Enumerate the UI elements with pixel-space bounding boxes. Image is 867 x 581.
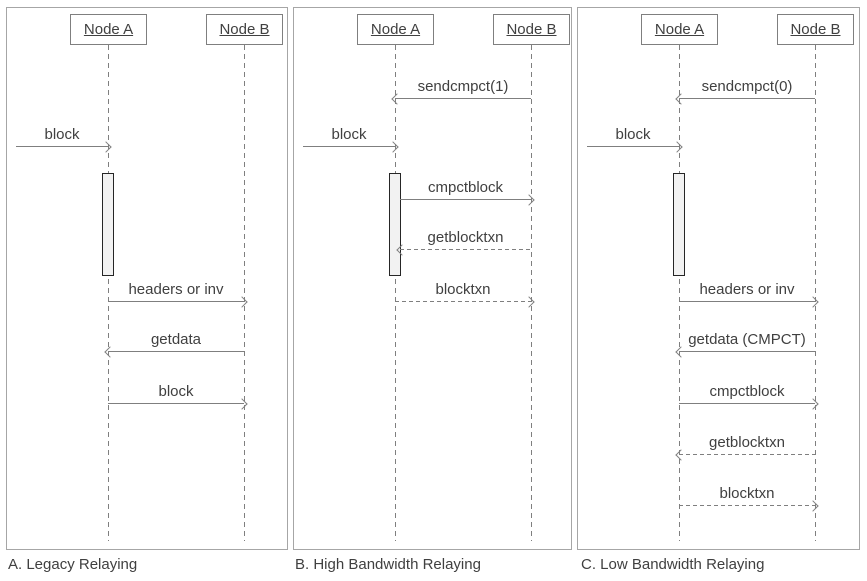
message-sendcmpct-1: sendcmpct(1)	[391, 77, 531, 105]
message-getdata: getdata	[104, 330, 244, 358]
node-b-lifeline	[815, 45, 816, 541]
message-getblocktxn: getblocktxn	[675, 433, 815, 461]
message-label: headers or inv	[699, 281, 795, 298]
message-label: blocktxn	[435, 281, 491, 298]
message-arrow	[675, 448, 815, 461]
caption-legacy-relaying: A. Legacy Relaying	[8, 556, 138, 573]
message-label: getblocktxn	[709, 434, 785, 451]
message-label: block	[44, 126, 80, 143]
message-label: sendcmpct(0)	[701, 78, 793, 95]
message-headers-or-inv: headers or inv	[108, 280, 248, 308]
activation-bar	[673, 173, 685, 276]
message-label: getdata	[150, 331, 202, 348]
message-block-incoming: block	[16, 125, 112, 153]
panel-low-bandwidth-relaying: Node A Node B sendcmpct(0) block headers…	[577, 7, 860, 550]
message-arrow	[587, 140, 683, 153]
message-blocktxn: blocktxn	[395, 280, 535, 308]
message-arrow	[675, 345, 815, 358]
node-a-label: Node A	[83, 21, 134, 38]
message-arrow	[16, 140, 112, 153]
panel-high-bandwidth-relaying: Node A Node B sendcmpct(1) block cmpctbl…	[293, 7, 572, 550]
activation-bar	[389, 173, 401, 276]
node-a-label: Node A	[654, 21, 705, 38]
message-label: cmpctblock	[427, 179, 504, 196]
node-b-label: Node B	[790, 21, 841, 38]
message-label: block	[158, 383, 194, 400]
message-sendcmpct-0: sendcmpct(0)	[675, 77, 815, 105]
node-b-lifeline	[244, 45, 245, 541]
message-label: blocktxn	[719, 485, 775, 502]
node-b-box: Node B	[493, 14, 570, 45]
activation-bar	[102, 173, 114, 276]
message-arrow	[679, 397, 819, 410]
node-a-lifeline	[679, 45, 680, 541]
message-arrow	[391, 92, 531, 105]
message-arrow	[396, 243, 531, 256]
message-headers-or-inv: headers or inv	[679, 280, 819, 308]
message-arrow	[395, 295, 535, 308]
message-block-relay: block	[108, 382, 248, 410]
node-a-box: Node A	[641, 14, 718, 45]
message-label: sendcmpct(1)	[417, 78, 509, 95]
message-cmpctblock: cmpctblock	[679, 382, 819, 410]
message-arrow	[675, 92, 815, 105]
message-cmpctblock: cmpctblock	[400, 178, 535, 206]
node-b-box: Node B	[206, 14, 283, 45]
message-arrow	[679, 499, 819, 512]
message-label: block	[615, 126, 651, 143]
message-label: cmpctblock	[709, 383, 785, 400]
message-block-incoming: block	[587, 125, 683, 153]
message-getblocktxn: getblocktxn	[396, 228, 531, 256]
node-a-lifeline	[395, 45, 396, 541]
message-block-incoming: block	[303, 125, 399, 153]
message-label: block	[331, 126, 367, 143]
message-label: headers or inv	[128, 281, 224, 298]
caption-high-bandwidth-relaying: B. High Bandwidth Relaying	[295, 556, 481, 573]
message-arrow	[400, 193, 535, 206]
node-b-box: Node B	[777, 14, 854, 45]
panel-legacy-relaying: Node A Node B block headers or inv getda…	[6, 7, 288, 550]
message-label: getdata (CMPCT)	[688, 331, 806, 348]
message-getdata-cmpct: getdata (CMPCT)	[675, 330, 815, 358]
node-b-lifeline	[531, 45, 532, 541]
message-arrow	[104, 345, 244, 358]
message-arrow	[679, 295, 819, 308]
caption-low-bandwidth-relaying: C. Low Bandwidth Relaying	[581, 556, 765, 573]
node-b-label: Node B	[506, 21, 557, 38]
node-a-box: Node A	[70, 14, 147, 45]
message-arrow	[108, 295, 248, 308]
message-label: getblocktxn	[427, 229, 504, 246]
message-arrow	[303, 140, 399, 153]
node-a-lifeline	[108, 45, 109, 541]
node-a-box: Node A	[357, 14, 434, 45]
message-blocktxn: blocktxn	[679, 484, 819, 512]
node-b-label: Node B	[219, 21, 270, 38]
node-a-label: Node A	[370, 21, 421, 38]
message-arrow	[108, 397, 248, 410]
